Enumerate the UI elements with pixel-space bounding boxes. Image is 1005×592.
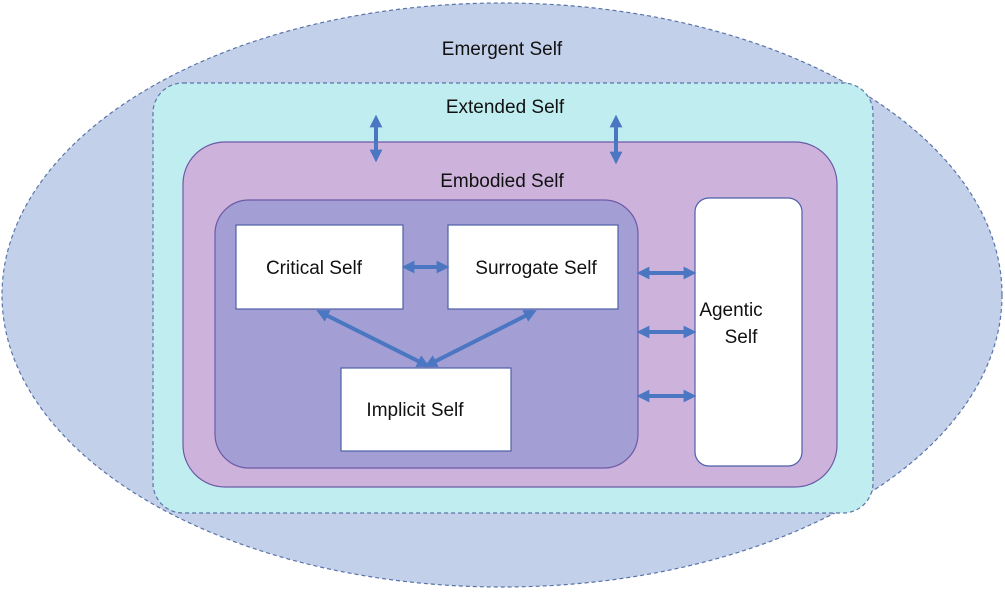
critical-implicit-arrow — [316, 310, 430, 367]
surrogate-implicit-arrow — [424, 310, 537, 367]
implicit-self-label: Implicit Self — [366, 400, 464, 421]
extended-self-label: Extended Self — [446, 97, 565, 118]
critical-self-box — [235, 224, 404, 310]
implicit-self-box — [340, 367, 512, 452]
emergent-self-label: Emergent Self — [442, 39, 563, 60]
surrogate-self-box — [447, 224, 619, 310]
critical-self-label: Critical Self — [266, 258, 363, 279]
agentic-self-label-line2: Self — [725, 327, 758, 348]
surrogate-self-label: Surrogate Self — [475, 258, 597, 279]
agentic-self-label-line1: Agentic — [699, 300, 762, 321]
embodied-self-label: Embodied Self — [440, 171, 564, 192]
